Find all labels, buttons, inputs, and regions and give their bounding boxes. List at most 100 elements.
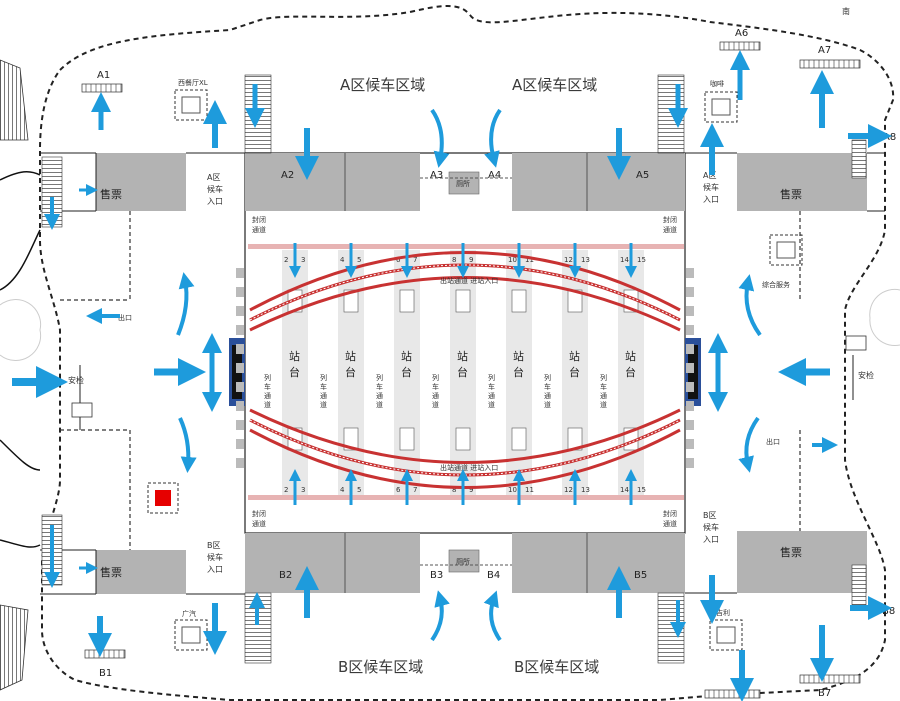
track-number: 2 <box>284 256 288 264</box>
side-marker <box>686 420 694 430</box>
track-number: 14 <box>620 256 629 264</box>
ticket-hall-a-right <box>737 153 867 211</box>
side-marker <box>236 306 244 316</box>
track-label: 车 <box>600 382 607 391</box>
ticket-label-a-left: 售票 <box>100 187 122 201</box>
platform-label: 台 <box>289 365 300 379</box>
track-label: 车 <box>488 382 495 391</box>
track-label: 道 <box>320 400 327 409</box>
platform-stair-top <box>343 289 359 313</box>
track-label: 通 <box>600 391 607 400</box>
svg-text:候车: 候车 <box>703 522 719 532</box>
side-marker-strips <box>236 268 694 468</box>
side-marker <box>236 287 244 297</box>
svg-text:B区: B区 <box>703 511 717 520</box>
svg-text:封闭: 封闭 <box>663 215 677 224</box>
gate-b2: B2 <box>279 570 292 581</box>
svg-text:入口: 入口 <box>207 197 223 206</box>
track-label: 车 <box>544 382 551 391</box>
b-entrance-left: B区 候车 入口 <box>207 541 223 574</box>
gate-a7: A7 <box>818 45 831 56</box>
svg-text:A区: A区 <box>207 173 220 182</box>
flow-curve-arrow <box>484 108 502 168</box>
side-marker <box>236 268 244 278</box>
gate-a8: A8 <box>883 132 896 143</box>
track-label: 道 <box>488 400 495 409</box>
svg-text:候车: 候车 <box>207 552 223 562</box>
gate-b8: B8 <box>882 606 895 617</box>
svg-text:入口: 入口 <box>207 565 223 574</box>
track-label: 车 <box>320 382 327 391</box>
ticket-hall-b-left <box>96 550 186 594</box>
side-marker <box>686 268 694 278</box>
track-label: 通 <box>488 391 495 400</box>
track-label: 道 <box>544 400 551 409</box>
gate-b1: B1 <box>99 668 112 679</box>
side-marker <box>686 382 694 392</box>
flow-arrows <box>12 50 892 701</box>
a-restroom-label: 厕所 <box>456 179 470 188</box>
right-nav-circle <box>869 288 900 347</box>
track-number: 15 <box>637 486 646 494</box>
gate-a2: A2 <box>281 170 294 181</box>
side-marker <box>236 382 244 392</box>
flow-curve-arrow <box>483 590 502 642</box>
svg-text:通道: 通道 <box>252 519 266 528</box>
red-marker-box <box>147 482 179 514</box>
overpass-top-label: 出站通道 进站入口 <box>440 276 498 285</box>
track-number: 9 <box>469 256 473 264</box>
track-label: 通 <box>320 391 327 400</box>
svg-text:候车: 候车 <box>207 184 223 194</box>
side-marker <box>686 401 694 411</box>
track-number: 5 <box>357 486 361 494</box>
svg-text:封闭: 封闭 <box>252 509 266 518</box>
left-nav-circle <box>0 299 42 361</box>
platform-stair-bottom <box>343 427 359 451</box>
track-label: 道 <box>264 400 271 409</box>
track-number: 12 <box>564 256 573 264</box>
track-number: 9 <box>469 486 473 494</box>
gate-b4: B4 <box>487 570 500 581</box>
red-marker <box>155 490 171 506</box>
a2-waiting-block <box>245 153 420 211</box>
track-label: 车 <box>432 382 439 391</box>
platform-label: 台 <box>345 365 356 379</box>
side-marker <box>686 363 694 373</box>
side-marker <box>686 325 694 335</box>
platform-stair-top <box>455 289 471 313</box>
svg-text:候车: 候车 <box>703 182 719 192</box>
track-label: 列 <box>432 373 439 382</box>
track-label: 列 <box>600 373 607 382</box>
shop-b1: 广汽 <box>174 609 208 651</box>
track-label: 车 <box>376 382 383 391</box>
ticket-label-b-left: 售票 <box>100 565 122 579</box>
left-hatched-area-bottom <box>0 604 29 691</box>
track-number: 14 <box>620 486 629 494</box>
exit-east-label: 出口 <box>766 437 780 446</box>
platform-stair-top <box>399 289 415 313</box>
side-marker <box>686 306 694 316</box>
track-number: 4 <box>340 486 345 494</box>
turnstile-row <box>799 59 861 69</box>
b-restroom-label: 厕所 <box>456 557 470 566</box>
platform-label: 站 <box>513 349 524 363</box>
left-hatched-area-top <box>0 59 29 141</box>
svg-text:综合服务: 综合服务 <box>762 280 790 289</box>
compass-label: 南 <box>842 6 850 16</box>
flow-curve-arrow <box>738 416 760 473</box>
ticket-label-b-right: 售票 <box>780 545 802 559</box>
closed-passage-tr: 封闭 通道 <box>663 215 677 234</box>
track-label: 列 <box>320 373 327 382</box>
gate-a3: A3 <box>430 170 443 181</box>
b2-waiting-block <box>245 533 420 593</box>
closed-passage-bl: 封闭 通道 <box>252 509 266 528</box>
shop-right-mid: 综合服务 <box>762 234 803 289</box>
flow-curve-arrow <box>738 274 762 337</box>
ticket-hall-b-right <box>737 531 867 593</box>
closed-passage-tl: 封闭 通道 <box>252 215 266 234</box>
top-track-strip <box>248 244 684 249</box>
flow-curve-arrow <box>430 108 450 168</box>
track-label: 道 <box>432 400 439 409</box>
side-marker <box>686 439 694 449</box>
